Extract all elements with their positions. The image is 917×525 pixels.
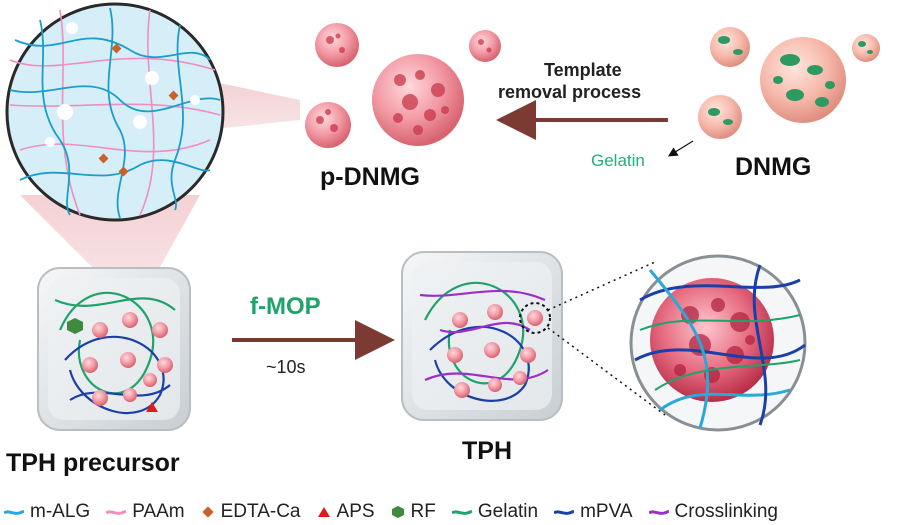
edta-ca-diamond-icon: [201, 505, 214, 518]
legend-label: RF: [410, 500, 436, 522]
gelatin-line-icon: [451, 509, 472, 515]
template-removal-label-line1: Template: [544, 60, 622, 80]
legend-item-m-alg: m-ALG: [4, 501, 90, 523]
legend-item-aps: APS: [317, 501, 375, 523]
legend-item-mpva: mPVA: [554, 500, 633, 523]
legend-item-gelatin: Gelatin: [451, 500, 539, 523]
p-dnmg-label: p-DNMG: [320, 163, 420, 191]
time-label: ~10s: [266, 357, 306, 377]
legend-label: Crosslinking: [674, 500, 778, 522]
legend-label: EDTA-Ca: [220, 500, 301, 522]
legend-item-paam: PAAm: [106, 500, 185, 523]
paam-line-icon: [106, 509, 127, 515]
legend: m-ALG PAAm EDTA-Ca APS RF Gelatin mPVA C…: [0, 498, 917, 525]
dnmg-spheres: [698, 27, 880, 139]
mpva-line-icon: [554, 509, 575, 515]
legend-label: mPVA: [580, 500, 633, 522]
aps-triangle-icon: [317, 506, 330, 517]
zoom-cone-precursor: [20, 80, 300, 285]
rf-hexagon-icon: [391, 505, 404, 518]
legend-item-crosslinking: Crosslinking: [648, 500, 778, 523]
tph-precursor-cube: [37, 267, 191, 431]
m-alg-line-icon: [4, 509, 24, 515]
dnmg-label: DNMG: [735, 153, 812, 181]
tph-label: TPH: [462, 437, 512, 465]
legend-item-edta-ca: EDTA-Ca: [201, 501, 301, 523]
legend-label: PAAm: [132, 500, 185, 522]
crosslinking-line-icon: [648, 509, 669, 515]
scene-canvas: [5, 2, 880, 432]
f-mop-label: f-MOP: [250, 293, 321, 320]
gelatin-label: Gelatin: [591, 151, 645, 170]
legend-label: APS: [336, 500, 375, 522]
tph-cube: [401, 251, 563, 421]
legend-label: Gelatin: [477, 500, 539, 522]
tph-detail-circle: [629, 254, 807, 432]
p-dnmg-spheres: [305, 23, 501, 148]
legend-item-rf: RF: [391, 501, 436, 523]
template-removal-label-line2: removal process: [498, 82, 642, 102]
network-zoom-circle: [5, 2, 225, 222]
gelatin-pointer: [667, 140, 694, 157]
legend-label: m-ALG: [30, 500, 91, 522]
detail-zoom-lines: [547, 261, 666, 416]
tph-precursor-label: TPH precursor: [6, 449, 180, 477]
